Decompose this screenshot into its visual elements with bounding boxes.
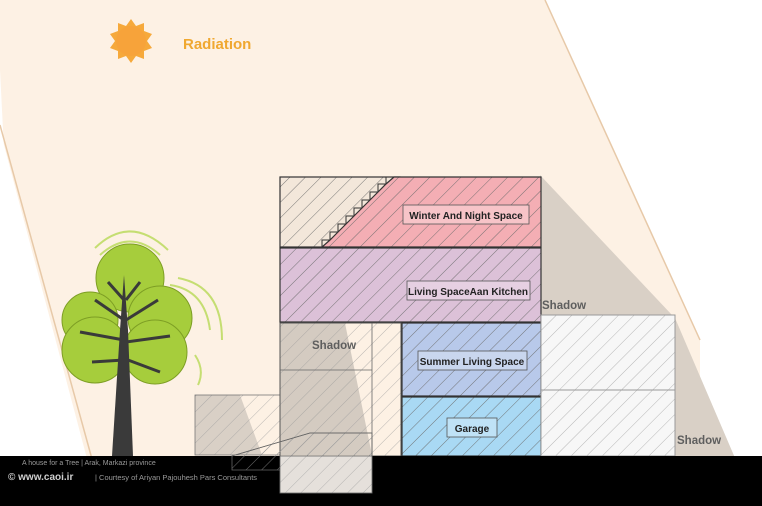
shadow-label-left: Shadow [312, 340, 356, 352]
footer-caption: A house for a Tree | Arak, Markazi provi… [22, 460, 156, 467]
radiation-band-left-white [0, 130, 90, 470]
shadow-behind-upper-block [540, 175, 672, 315]
label-summer-living-text: Summer Living Space [420, 357, 525, 368]
footer-credit: | Courtesy of Ariyan Pajouhesh Pars Cons… [95, 473, 257, 482]
label-garage: Garage [446, 417, 498, 438]
radiation-edge-left [0, 124, 96, 471]
label-garage-text: Garage [455, 424, 490, 435]
radiation-edge-right [544, 0, 701, 341]
tree-icon [61, 230, 223, 456]
label-winter-night: Winter And Night Space [402, 204, 530, 225]
label-living-kitchen-text: Living SpaceAan Kitchen [408, 287, 528, 298]
label-winter-night-text: Winter And Night Space [409, 211, 523, 222]
right-lower-hatch [540, 389, 676, 457]
shadow-label-right-lower: Shadow [677, 435, 721, 447]
stair-steps [321, 176, 394, 247]
right-upper-hatch [540, 314, 676, 391]
label-living-kitchen: Living SpaceAan Kitchen [406, 280, 531, 301]
ground [0, 456, 762, 506]
shadow-behind-lower-block [675, 318, 735, 458]
label-summer-living: Summer Living Space [417, 350, 528, 371]
diagram-title: Radiation [183, 36, 251, 53]
entry-ramp-fill-hatch [279, 455, 373, 494]
footer-site: © www.caoi.ir [8, 472, 73, 483]
sun-icon [110, 19, 152, 63]
shadow-label-right-upper: Shadow [542, 300, 586, 312]
